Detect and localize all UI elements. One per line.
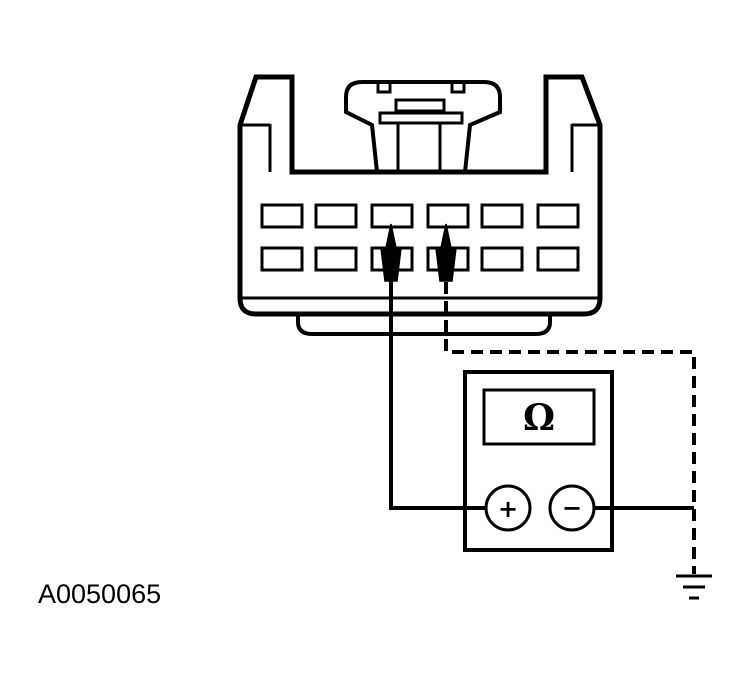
ground-icon <box>676 574 712 600</box>
meter-body <box>463 370 614 552</box>
cavity <box>480 246 524 272</box>
cavity <box>426 203 470 229</box>
connector-locking-latch <box>344 80 502 174</box>
meter-positive-terminal <box>484 484 532 532</box>
connector-bottom-tab <box>296 312 552 336</box>
electrical-connector <box>237 74 603 336</box>
ohmmeter: Ω + − <box>463 370 614 552</box>
cavity <box>480 203 524 229</box>
cavity <box>260 203 304 229</box>
positive-terminal-label: + <box>498 495 518 523</box>
positive-probe-tip <box>380 223 402 282</box>
negative-terminal-label: − <box>562 494 582 522</box>
cavity <box>536 246 580 272</box>
meter-ohm-symbol: Ω <box>523 397 555 439</box>
cavity <box>260 246 304 272</box>
positive-test-lead <box>380 223 486 510</box>
negative-probe-tip <box>435 223 457 282</box>
cavity <box>314 246 358 272</box>
cavity-row-top <box>260 203 580 229</box>
figure-id: A0050065 <box>38 579 161 609</box>
connector-housing <box>237 74 603 317</box>
meter-negative-terminal <box>548 484 596 532</box>
cavity-row-bottom <box>260 246 580 272</box>
cavity <box>314 203 358 229</box>
cavity <box>536 203 580 229</box>
cavity <box>370 203 414 229</box>
negative-test-lead <box>435 223 696 574</box>
meter-display <box>482 388 596 446</box>
